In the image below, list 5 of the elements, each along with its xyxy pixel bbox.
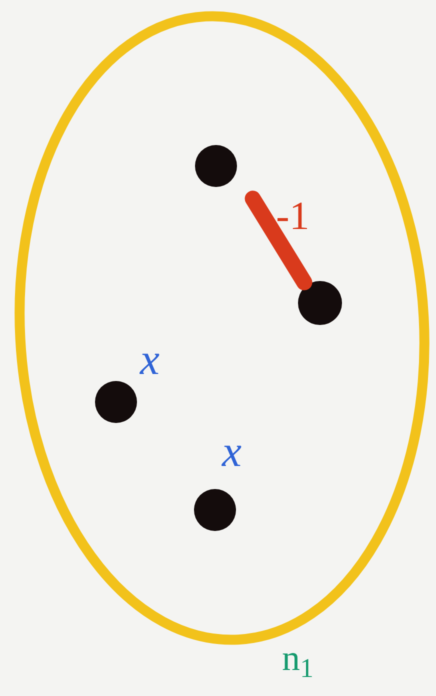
node-caption: x: [222, 430, 242, 474]
connector-line: [244, 190, 312, 290]
node-caption: n$_{1}$: [282, 640, 314, 676]
node-caption: x: [140, 338, 160, 382]
edge-label: -1: [276, 196, 310, 236]
